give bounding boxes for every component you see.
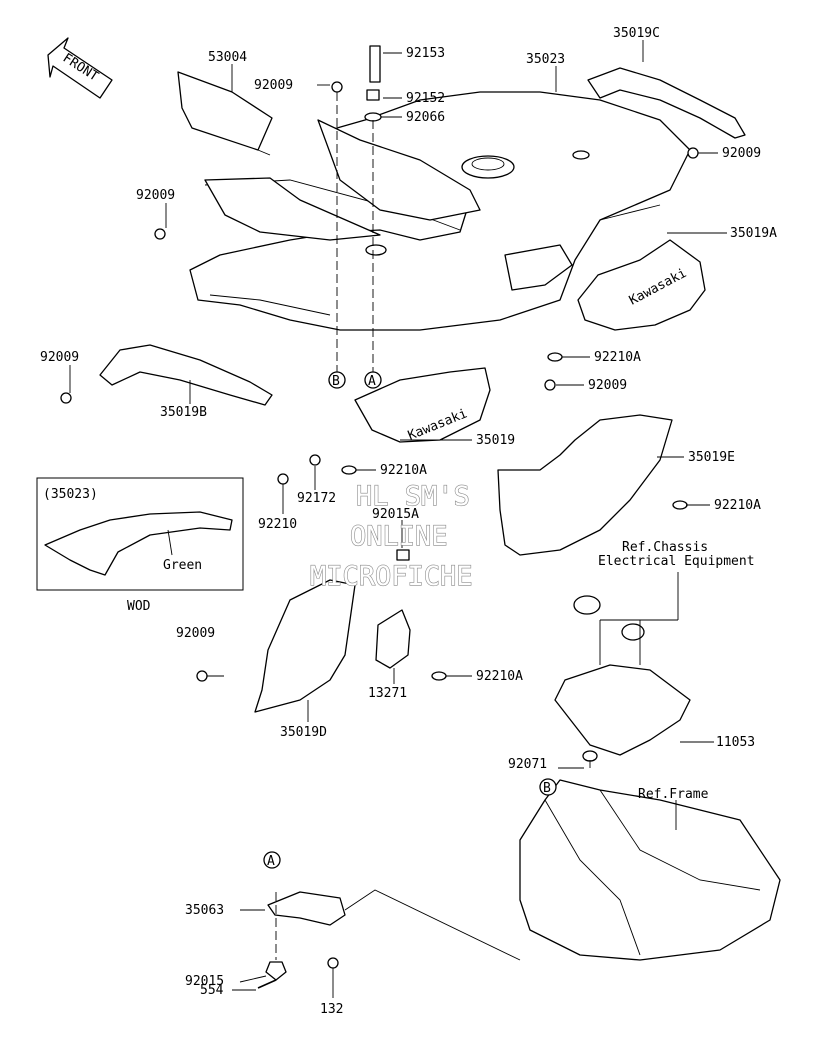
markers: B A B A [263, 371, 557, 869]
label-92153: 92153 [406, 46, 445, 61]
label-92210A-2: 92210A [380, 463, 427, 478]
bracket-13271 [375, 609, 411, 669]
label-35019A: 35019A [730, 226, 777, 241]
label-92066: 92066 [406, 110, 445, 125]
rear-fender-35023 [189, 91, 691, 331]
label-92015A: 92015A [372, 507, 419, 522]
label-92009-low: 92009 [176, 626, 215, 641]
label-92210: 92210 [258, 517, 297, 532]
label-ref-chassis-2: Electrical Equipment [598, 554, 755, 569]
tray-11053 [554, 595, 691, 756]
label-35019: 35019 [476, 433, 515, 448]
label-35019C: 35019C [613, 26, 660, 41]
label-92009-top: 92009 [254, 78, 293, 93]
label-35023: 35023 [526, 52, 565, 67]
panel-35019B [99, 344, 273, 406]
panel-35019A: Kawasaki [577, 239, 706, 331]
panel-35019C [587, 67, 746, 139]
inset-ref-label: (35023) [43, 487, 98, 502]
label-92009-left: 92009 [136, 188, 175, 203]
label-ref-frame: Ref.Frame [638, 787, 709, 802]
watermark-line-1: HL SM'S [356, 481, 470, 512]
label-92015: 92015 [185, 974, 224, 989]
label-92210A-4: 92210A [476, 669, 523, 684]
label-53004: 53004 [208, 50, 247, 65]
frame [519, 779, 781, 961]
label-35019B: 35019B [160, 405, 207, 420]
label-92210A-3: 92210A [714, 498, 761, 513]
label-13271: 13271 [368, 686, 407, 701]
panel-35019D [254, 579, 356, 713]
front-arrow: FRONT [47, 37, 113, 99]
inset-green-label: Green [163, 558, 202, 573]
leader-lines [69, 40, 727, 998]
label-92071: 92071 [508, 757, 547, 772]
label-132: 132 [320, 1002, 343, 1017]
label-35063: 35063 [185, 903, 224, 918]
watermark-line-2: ONLINE [350, 521, 448, 552]
label-92210A-1: 92210A [594, 350, 641, 365]
label-ref-chassis-1: Ref.Chassis [622, 540, 708, 555]
watermark-line-3: MICROFICHE [310, 561, 473, 592]
bracket-35063 [265, 891, 346, 981]
label-35019D: 35019D [280, 725, 327, 740]
label-11053: 11053 [716, 735, 755, 750]
marker-b-bottom: B [543, 781, 551, 796]
label-92009-mid-right: 92009 [588, 378, 627, 393]
label-554: 554 [200, 983, 224, 998]
watermark: HL SM'S ONLINE MICROFICHE [309, 480, 473, 592]
reference-lines [275, 92, 374, 960]
label-92009-right: 92009 [722, 146, 761, 161]
panel-35019E [497, 414, 673, 556]
fasteners [60, 45, 699, 989]
label-92172: 92172 [297, 491, 336, 506]
marker-b-top: B [332, 374, 340, 389]
marker-a-bottom: A [267, 854, 275, 869]
marker-a-top: A [368, 374, 376, 389]
inset-caption: WOD [127, 599, 151, 614]
part-labels: 53004 92153 92009 92152 92066 35023 3501… [40, 26, 777, 1017]
label-35019E: 35019E [688, 450, 735, 465]
label-92009-mid-left: 92009 [40, 350, 79, 365]
label-92152: 92152 [406, 91, 445, 106]
inset-box: (35023) Green WOD [36, 477, 244, 614]
